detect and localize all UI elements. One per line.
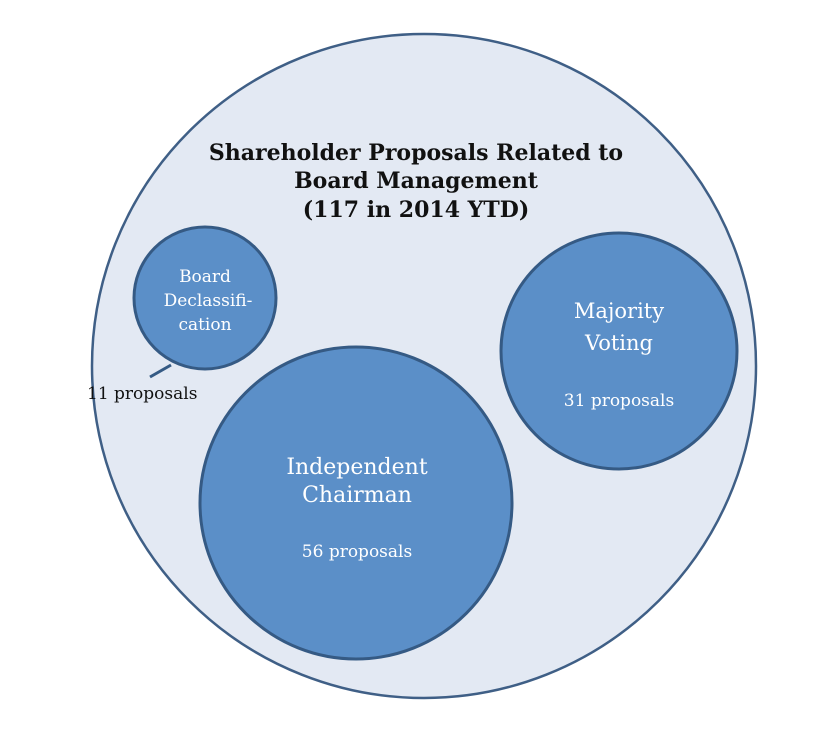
bubble-independent-chairman-count-label: 56 proposals — [302, 542, 412, 562]
bubble-majority-voting-count-label: 31 proposals — [564, 391, 674, 411]
bubble-independent-chairman-circle — [198, 345, 514, 661]
bubble-board-declassification-label-line-2: Declassifi- — [164, 291, 253, 311]
bubble-board-declassification: Board Declassifi- cation — [132, 225, 278, 371]
bubble-majority-voting: Majority Voting 31 proposals — [499, 231, 739, 471]
board-declassification-callout-line — [149, 363, 172, 379]
bubble-board-declassification-circle — [132, 225, 278, 371]
diagram-title-line-3: (117 in 2014 YTD) — [303, 197, 529, 223]
diagram-title-line-2: Board Management — [294, 168, 539, 194]
bubble-independent-chairman: Independent Chairman 56 proposals — [198, 345, 514, 661]
bubble-board-declassification-label-line-3: cation — [178, 315, 231, 335]
bubble-independent-chairman-label-line-2: Chairman — [302, 483, 412, 508]
diagram-title-line-1: Shareholder Proposals Related to — [209, 140, 623, 166]
bubble-board-declassification-count-label: 11 proposals — [87, 384, 197, 404]
bubble-majority-voting-circle — [499, 231, 739, 471]
bubble-majority-voting-label-line-2: Voting — [584, 331, 653, 355]
bubble-independent-chairman-label-line-1: Independent — [286, 455, 428, 480]
bubble-majority-voting-label-line-1: Majority — [574, 299, 664, 323]
bubble-board-declassification-label-line-1: Board — [179, 267, 231, 287]
